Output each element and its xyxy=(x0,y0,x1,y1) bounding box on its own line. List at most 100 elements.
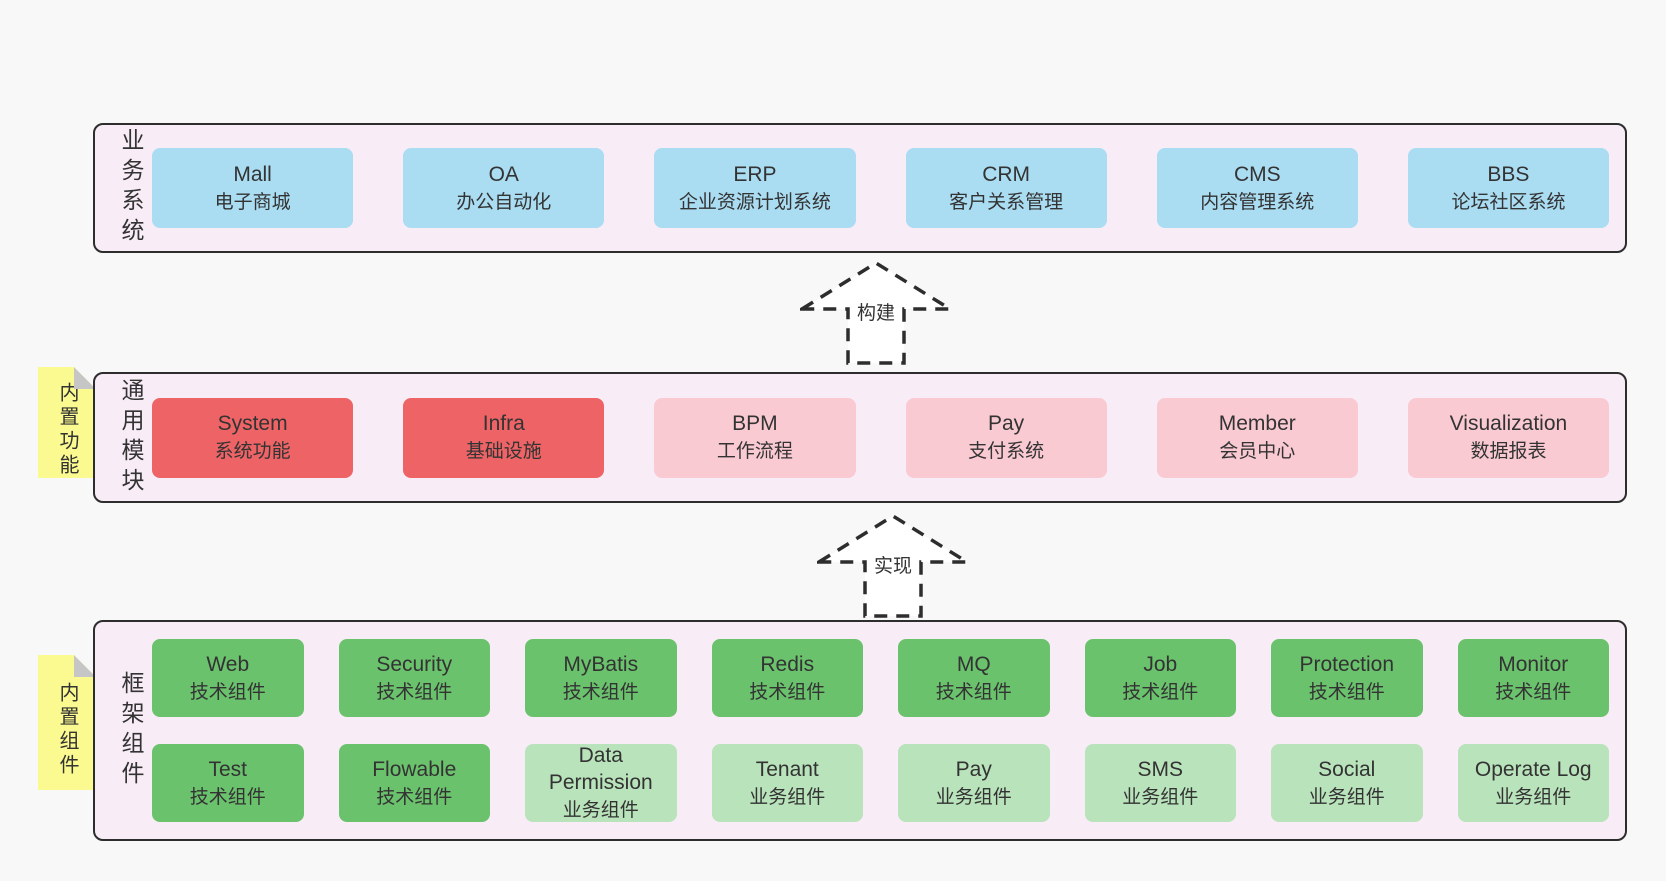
box-title: OA xyxy=(488,162,519,186)
box-operate-log: Operate Log 业务组件 xyxy=(1457,744,1609,822)
box-data-permission: Data Permission 业务组件 xyxy=(525,744,677,822)
layer-label: 框架组件 xyxy=(118,670,144,791)
box-subtitle: 业务组件 xyxy=(1308,786,1385,808)
box-mall: Mall 电子商城 xyxy=(152,148,354,228)
layer-framework-components: 框架组件 Web 技术组件 Security 技术组件 MyBatis 技术组件… xyxy=(93,620,1627,841)
box-title: Data Permission xyxy=(548,744,653,794)
box-bbs: BBS 论坛社区系统 xyxy=(1407,148,1610,228)
box-title: Tenant xyxy=(755,757,819,781)
box-sms: SMS 业务组件 xyxy=(1084,744,1236,822)
box-crm: CRM 客户关系管理 xyxy=(905,148,1107,228)
layer-content: Web 技术组件 Security 技术组件 MyBatis 技术组件 Redi… xyxy=(152,639,1609,822)
box-subtitle: 数据报表 xyxy=(1470,441,1547,463)
box-social: Social 业务组件 xyxy=(1271,744,1423,822)
box-security: Security 技术组件 xyxy=(338,639,490,717)
box-cms: CMS 内容管理系统 xyxy=(1156,148,1358,228)
box-subtitle: 技术组件 xyxy=(562,681,639,703)
box-oa: OA 办公自动化 xyxy=(403,148,605,228)
box-title: Infra xyxy=(482,412,525,435)
box-erp: ERP 企业资源计划系统 xyxy=(654,148,856,228)
box-subtitle: 支付系统 xyxy=(968,441,1045,463)
box-monitor: Monitor 技术组件 xyxy=(1457,639,1609,717)
box-title: SMS xyxy=(1137,757,1183,781)
box-subtitle: 内容管理系统 xyxy=(1200,191,1315,213)
framework-row-business: Test 技术组件 Flowable 技术组件 Data Permission … xyxy=(152,744,1609,822)
box-title: MyBatis xyxy=(563,652,639,676)
box-job: Job 技术组件 xyxy=(1084,639,1236,717)
box-subtitle: 技术组件 xyxy=(189,786,266,808)
box-visualization: Visualization 数据报表 xyxy=(1407,397,1610,478)
box-title: Monitor xyxy=(1498,652,1569,676)
box-title: CMS xyxy=(1233,162,1281,186)
box-title: MQ xyxy=(956,652,991,676)
sticky-note-built-in-components: 内置组件 xyxy=(38,655,96,790)
box-title: Web xyxy=(206,652,250,676)
box-subtitle: 业务组件 xyxy=(562,799,639,821)
layer-business-systems: 业务系统 Mall 电子商城 OA 办公自动化 ERP 企业资源计划系统 CRM… xyxy=(93,123,1627,253)
box-subtitle: 技术组件 xyxy=(749,681,826,703)
box-title: Operate Log xyxy=(1474,757,1592,781)
box-subtitle: 技术组件 xyxy=(1308,681,1385,703)
layer-common-modules: 通用模块 System 系统功能 Infra 基础设施 BPM 工作流程 Pay… xyxy=(93,372,1627,503)
box-system: System 系统功能 xyxy=(152,397,354,478)
box-title: Visualization xyxy=(1449,412,1568,435)
box-title: Redis xyxy=(760,652,815,676)
box-title: Mall xyxy=(233,162,272,186)
build-arrow: 构建 xyxy=(800,261,952,365)
box-subtitle: 工作流程 xyxy=(716,441,793,463)
box-title: BPM xyxy=(732,412,778,435)
sticky-note-text: 内置功能 xyxy=(56,381,78,478)
box-title: Protection xyxy=(1299,652,1395,676)
box-subtitle: 系统功能 xyxy=(214,441,291,463)
box-title: Flowable xyxy=(372,757,457,781)
box-subtitle: 会员中心 xyxy=(1219,441,1296,463)
box-title: CRM xyxy=(982,162,1031,186)
box-mybatis: MyBatis 技术组件 xyxy=(525,639,677,717)
box-pay-business: Pay 业务组件 xyxy=(898,744,1050,822)
layer-label: 通用模块 xyxy=(118,377,144,498)
box-pay: Pay 支付系统 xyxy=(905,397,1107,478)
box-web: Web 技术组件 xyxy=(152,639,304,717)
box-subtitle: 论坛社区系统 xyxy=(1451,191,1566,213)
framework-row-technical: Web 技术组件 Security 技术组件 MyBatis 技术组件 Redi… xyxy=(152,639,1609,717)
arrow-label: 构建 xyxy=(853,297,899,326)
box-title: System xyxy=(217,412,288,435)
box-subtitle: 办公自动化 xyxy=(456,191,552,213)
box-title: Job xyxy=(1143,652,1178,676)
box-title: Test xyxy=(208,757,247,781)
box-infra: Infra 基础设施 xyxy=(403,397,605,478)
box-mq: MQ 技术组件 xyxy=(898,639,1050,717)
box-subtitle: 业务组件 xyxy=(749,786,826,808)
box-subtitle: 技术组件 xyxy=(1495,681,1572,703)
box-title: Member xyxy=(1218,412,1296,435)
layer-content: Mall 电子商城 OA 办公自动化 ERP 企业资源计划系统 CRM 客户关系… xyxy=(152,148,1610,228)
box-redis: Redis 技术组件 xyxy=(711,639,863,717)
box-member: Member 会员中心 xyxy=(1156,397,1358,478)
box-flowable: Flowable 技术组件 xyxy=(338,744,490,822)
box-test: Test 技术组件 xyxy=(152,744,304,822)
box-subtitle: 客户关系管理 xyxy=(949,191,1064,213)
box-subtitle: 业务组件 xyxy=(1495,786,1572,808)
box-title: Security xyxy=(376,652,453,676)
box-protection: Protection 技术组件 xyxy=(1271,639,1423,717)
sticky-note-built-in-functions: 内置功能 xyxy=(38,367,96,478)
sticky-note-text: 内置组件 xyxy=(56,681,78,778)
box-title: BBS xyxy=(1487,162,1530,186)
box-title: Pay xyxy=(988,412,1025,435)
box-subtitle: 基础设施 xyxy=(465,441,542,463)
box-subtitle: 业务组件 xyxy=(935,786,1012,808)
box-subtitle: 技术组件 xyxy=(376,681,453,703)
arrow-label: 实现 xyxy=(870,550,916,579)
box-subtitle: 技术组件 xyxy=(935,681,1012,703)
box-title: ERP xyxy=(733,162,777,186)
box-subtitle: 电子商城 xyxy=(214,191,291,213)
box-subtitle: 技术组件 xyxy=(1122,681,1199,703)
implement-arrow: 实现 xyxy=(817,514,969,618)
box-title: Pay xyxy=(955,757,992,781)
layer-label: 业务系统 xyxy=(118,128,144,248)
box-subtitle: 业务组件 xyxy=(1122,786,1199,808)
box-subtitle: 技术组件 xyxy=(376,786,453,808)
layer-content: System 系统功能 Infra 基础设施 BPM 工作流程 Pay 支付系统… xyxy=(152,397,1610,478)
box-subtitle: 企业资源计划系统 xyxy=(678,191,831,213)
box-bpm: BPM 工作流程 xyxy=(654,397,856,478)
